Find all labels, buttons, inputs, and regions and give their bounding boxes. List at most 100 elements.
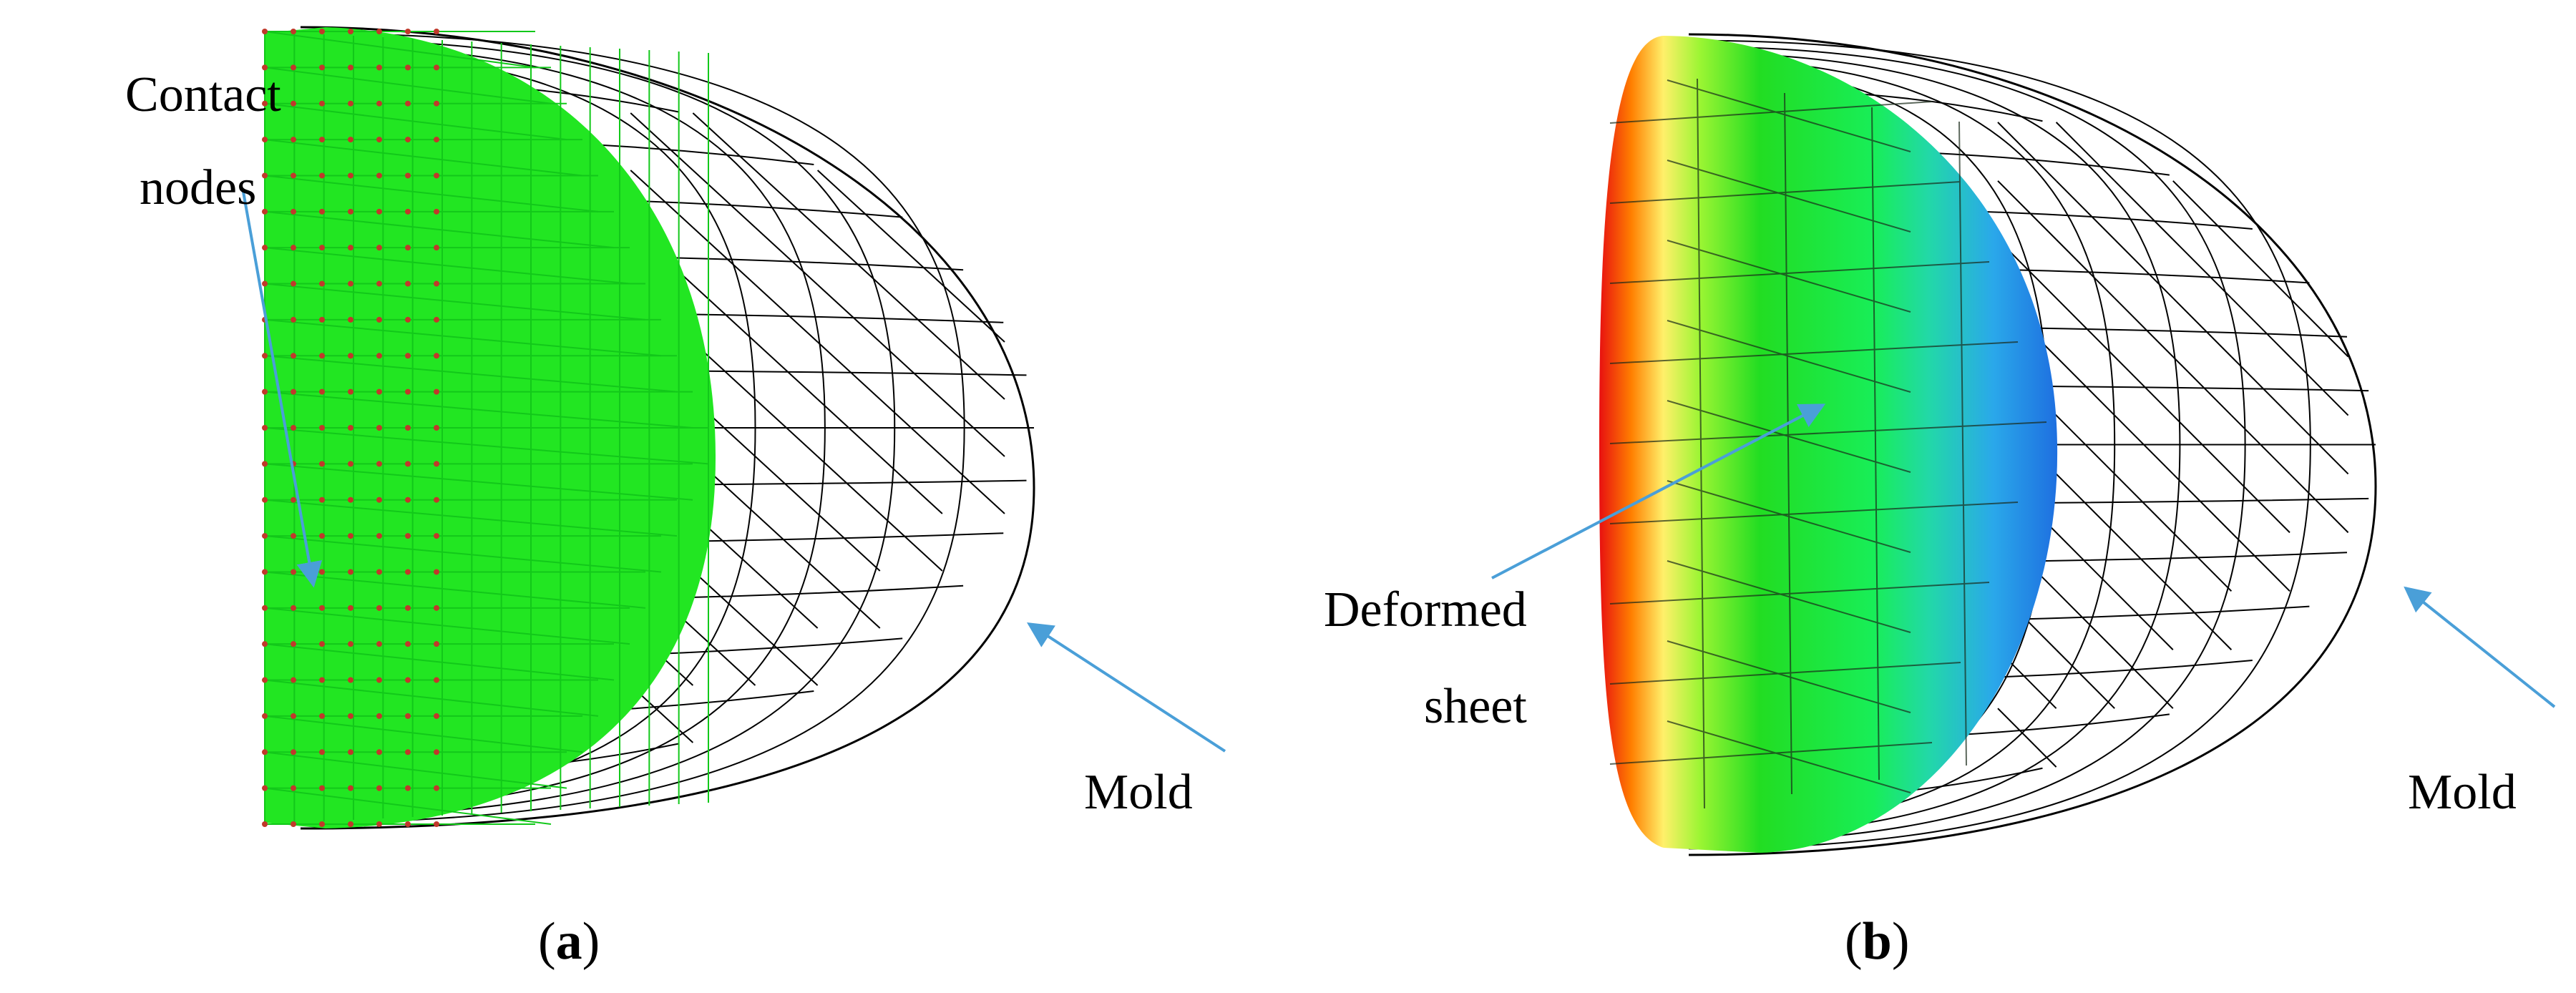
contact-node	[291, 245, 296, 251]
mold-outline-b	[1688, 33, 2377, 856]
contact-node	[434, 785, 439, 791]
contact-node	[434, 605, 439, 611]
mold-a-tri-4-4	[879, 284, 943, 343]
mold-b-tri-3-3	[2172, 239, 2233, 299]
contact-node	[434, 208, 439, 215]
deformed-sheet-surface	[1599, 36, 2058, 853]
mold-b-tri-1-1	[2055, 122, 2115, 182]
mold-a-tri-8-4	[879, 513, 943, 572]
contact-node	[434, 316, 439, 323]
sheet-hline-8	[1609, 662, 1961, 685]
mold-b-tri-4-2	[2114, 297, 2174, 358]
contact-node	[348, 172, 353, 179]
mold-arrow-a	[1026, 622, 1226, 753]
contact-node	[262, 821, 268, 827]
mold-b-tri-5-5	[2289, 356, 2349, 416]
contact-node	[262, 533, 268, 539]
contact-diag-15	[264, 571, 646, 609]
contact-node	[434, 641, 439, 647]
mold-a-tri-4-1	[692, 284, 756, 343]
contact-node	[348, 353, 353, 359]
contact-node	[291, 29, 296, 34]
contact-node	[291, 64, 296, 71]
mold-a-tri-7-2	[754, 456, 819, 514]
contact-node	[376, 316, 382, 323]
contact-diag-8	[264, 318, 662, 357]
contact-node	[405, 172, 411, 179]
contact-node	[262, 245, 268, 251]
panel-b: Deformed sheet Mold (b)	[1324, 33, 2556, 971]
mold-b-tri-4-4	[2230, 297, 2290, 358]
contact-node	[262, 100, 268, 107]
sheet-hline-7	[1609, 582, 1990, 605]
contact-node	[348, 64, 353, 71]
mold-b-tri-10-2	[2114, 649, 2174, 709]
contact-node	[319, 64, 325, 71]
mold-a-tri-2-2	[754, 170, 819, 228]
contact-node	[291, 172, 296, 179]
mold-arrow-b	[2404, 586, 2556, 708]
sheet-hline-1	[1609, 101, 1933, 124]
contact-node	[262, 172, 268, 179]
contact-node	[319, 208, 325, 215]
contact-node	[262, 785, 268, 791]
contact-node	[348, 245, 353, 251]
contact-node	[434, 353, 439, 359]
contact-node	[376, 569, 382, 575]
contact-node	[405, 713, 411, 719]
contact-node	[291, 353, 296, 359]
contact-node	[319, 316, 325, 323]
mold-b-tri-5-4	[2230, 356, 2290, 416]
contact-node	[376, 821, 382, 827]
contact-nodes-label-line2: nodes	[140, 160, 256, 215]
sheet-vline-1	[1697, 78, 1705, 809]
contact-node	[319, 461, 325, 467]
contact-node	[405, 29, 411, 34]
mold-a-tri-10-2	[754, 627, 819, 686]
contact-node	[348, 496, 353, 503]
contact-node	[376, 137, 382, 143]
contact-node	[291, 785, 296, 791]
contact-node	[348, 785, 353, 791]
contact-node	[262, 749, 268, 755]
mold-b-tri-6-2	[2114, 414, 2174, 475]
mold-b-tri-6-4	[2230, 414, 2290, 475]
mold-b-tri-8-3	[2172, 532, 2233, 592]
mold-b-tri-5-2	[2114, 356, 2174, 416]
contact-diag-18	[264, 679, 599, 717]
contact-node	[291, 208, 296, 215]
mold-a-tri-9-1	[692, 570, 756, 629]
contact-node	[376, 496, 382, 503]
contact-node	[405, 569, 411, 575]
contact-node	[262, 677, 268, 683]
mold-a-tri-8-3	[816, 513, 881, 572]
contact-node	[434, 677, 439, 683]
contact-node	[262, 353, 268, 359]
contact-node	[291, 388, 296, 395]
mold-b-tri-3-2	[2114, 239, 2174, 299]
contact-node	[262, 425, 268, 431]
contact-node	[319, 496, 325, 503]
mold-a-tri-9-2	[754, 570, 819, 629]
contact-diag-9	[264, 355, 678, 393]
contact-node	[262, 280, 268, 287]
contact-node	[319, 821, 325, 827]
contact-diag-20	[264, 751, 567, 789]
contact-node	[262, 29, 268, 34]
contact-node	[376, 713, 382, 719]
contact-node	[405, 785, 411, 791]
contact-diag-10	[264, 391, 693, 429]
mold-b-tri-2-1	[2055, 180, 2115, 240]
contact-node	[319, 713, 325, 719]
contact-node	[291, 533, 296, 539]
mold-a-tri-6-5	[942, 398, 1005, 457]
contact-node	[319, 280, 325, 287]
contact-node	[376, 749, 382, 755]
contact-node	[405, 533, 411, 539]
contact-node	[405, 425, 411, 431]
deformed-sheet-label-line2: sheet	[1424, 679, 1527, 734]
contact-node	[291, 821, 296, 827]
sheet-hline-5	[1609, 421, 2047, 444]
contact-node	[291, 425, 296, 431]
contact-node	[405, 641, 411, 647]
